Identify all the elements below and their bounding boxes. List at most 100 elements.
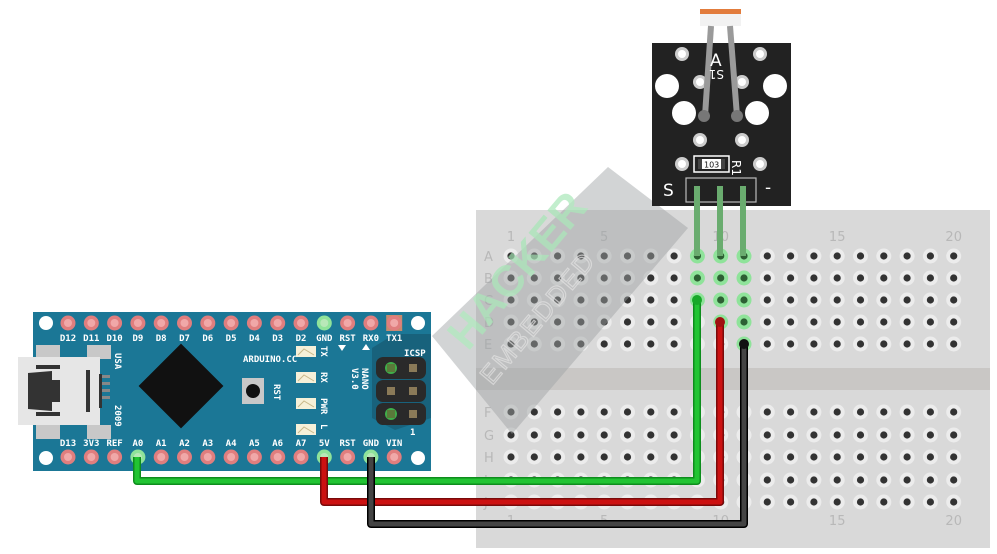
wire-signal[interactable] [134, 300, 700, 484]
breadboard-hole[interactable] [620, 449, 635, 465]
breadboard-hole[interactable] [503, 449, 519, 465]
breadboard-hole[interactable] [759, 314, 775, 330]
breadboard-hole[interactable] [946, 404, 962, 420]
breadboard-hole[interactable] [922, 248, 938, 264]
breadboard-hole[interactable] [806, 472, 822, 488]
breadboard-hole[interactable] [922, 472, 938, 488]
arduino-pin-d5[interactable] [223, 315, 239, 331]
breadboard-hole[interactable] [736, 270, 752, 286]
breadboard-hole[interactable] [503, 314, 519, 330]
arduino-pin-rx0[interactable] [363, 315, 379, 331]
breadboard-hole[interactable] [526, 336, 542, 352]
breadboard-hole[interactable] [783, 494, 799, 510]
breadboard-hole[interactable] [596, 270, 612, 286]
breadboard-hole[interactable] [876, 336, 892, 352]
arduino-pin-d13[interactable] [60, 449, 76, 465]
breadboard-hole[interactable] [643, 248, 659, 264]
arduino-pin-a3[interactable] [200, 449, 216, 465]
arduino-pin-a7[interactable] [293, 449, 309, 465]
breadboard-hole[interactable] [526, 248, 542, 264]
breadboard-hole[interactable] [550, 314, 566, 330]
breadboard-hole[interactable] [922, 292, 938, 308]
breadboard-hole[interactable] [946, 494, 962, 510]
breadboard-hole[interactable] [853, 314, 868, 330]
breadboard-hole[interactable] [596, 336, 612, 352]
breadboard-hole[interactable] [526, 404, 542, 420]
breadboard-hole[interactable] [573, 248, 589, 264]
breadboard-hole[interactable] [829, 270, 845, 286]
breadboard-hole[interactable] [946, 248, 962, 264]
breadboard-hole[interactable] [876, 472, 892, 488]
breadboard-hole[interactable] [550, 427, 566, 443]
arduino-pin-d10[interactable] [107, 315, 123, 331]
breadboard-hole[interactable] [853, 248, 868, 264]
breadboard-hole[interactable] [689, 270, 705, 286]
breadboard-hole[interactable] [783, 270, 799, 286]
breadboard-hole[interactable] [946, 336, 962, 352]
breadboard-hole[interactable] [922, 404, 938, 420]
breadboard-hole[interactable] [899, 472, 915, 488]
breadboard-hole[interactable] [596, 449, 612, 465]
breadboard-hole[interactable] [829, 292, 845, 308]
breadboard-hole[interactable] [946, 314, 962, 330]
breadboard-hole[interactable] [596, 427, 612, 443]
breadboard-hole[interactable] [806, 427, 822, 443]
arduino-pin-d2[interactable] [293, 315, 309, 331]
breadboard-hole[interactable] [503, 404, 519, 420]
breadboard-hole[interactable] [783, 404, 799, 420]
breadboard-hole[interactable] [666, 449, 682, 465]
breadboard-hole[interactable] [596, 404, 612, 420]
breadboard-hole[interactable] [853, 270, 868, 286]
breadboard-hole[interactable] [853, 404, 868, 420]
breadboard-hole[interactable] [759, 404, 775, 420]
breadboard-hole[interactable] [899, 292, 915, 308]
breadboard-hole[interactable] [573, 336, 589, 352]
arduino-pin-a4[interactable] [223, 449, 239, 465]
arduino-pin-a6[interactable] [270, 449, 286, 465]
arduino-pin-d4[interactable] [246, 315, 262, 331]
breadboard-hole[interactable] [759, 336, 775, 352]
breadboard-hole[interactable] [573, 292, 589, 308]
breadboard-hole[interactable] [806, 449, 822, 465]
breadboard-hole[interactable] [573, 270, 589, 286]
breadboard-hole[interactable] [783, 314, 799, 330]
breadboard-hole[interactable] [573, 427, 589, 443]
breadboard-hole[interactable] [829, 427, 845, 443]
arduino-pin-a2[interactable] [177, 449, 192, 465]
breadboard-hole[interactable] [829, 336, 845, 352]
breadboard-hole[interactable] [526, 427, 542, 443]
breadboard-hole[interactable] [853, 336, 868, 352]
breadboard-hole[interactable] [526, 449, 542, 465]
breadboard-hole[interactable] [666, 404, 682, 420]
breadboard-hole[interactable] [829, 314, 845, 330]
breadboard-hole[interactable] [620, 270, 635, 286]
breadboard-hole[interactable] [620, 314, 635, 330]
breadboard-hole[interactable] [573, 314, 589, 330]
arduino-pin-d6[interactable] [200, 315, 216, 331]
arduino-pin-d7[interactable] [177, 315, 192, 331]
arduino-pin-d11[interactable] [83, 315, 99, 331]
breadboard-hole[interactable] [946, 449, 962, 465]
breadboard-hole[interactable] [899, 336, 915, 352]
breadboard-hole[interactable] [666, 270, 682, 286]
breadboard-hole[interactable] [526, 292, 542, 308]
breadboard-hole[interactable] [946, 427, 962, 443]
breadboard-hole[interactable] [573, 404, 589, 420]
breadboard-hole[interactable] [829, 494, 845, 510]
breadboard-hole[interactable] [643, 270, 659, 286]
breadboard-hole[interactable] [876, 248, 892, 264]
breadboard-hole[interactable] [899, 314, 915, 330]
breadboard-hole[interactable] [596, 292, 612, 308]
breadboard-hole[interactable] [806, 248, 822, 264]
breadboard-hole[interactable] [922, 314, 938, 330]
breadboard-hole[interactable] [759, 270, 775, 286]
arduino-pin-d12[interactable] [60, 315, 76, 331]
breadboard-hole[interactable] [503, 336, 519, 352]
breadboard-hole[interactable] [829, 404, 845, 420]
breadboard-hole[interactable] [643, 292, 659, 308]
breadboard-hole[interactable] [620, 292, 635, 308]
breadboard-hole[interactable] [550, 449, 566, 465]
wire-ground[interactable] [368, 344, 747, 527]
breadboard-hole[interactable] [643, 427, 659, 443]
breadboard-hole[interactable] [759, 292, 775, 308]
